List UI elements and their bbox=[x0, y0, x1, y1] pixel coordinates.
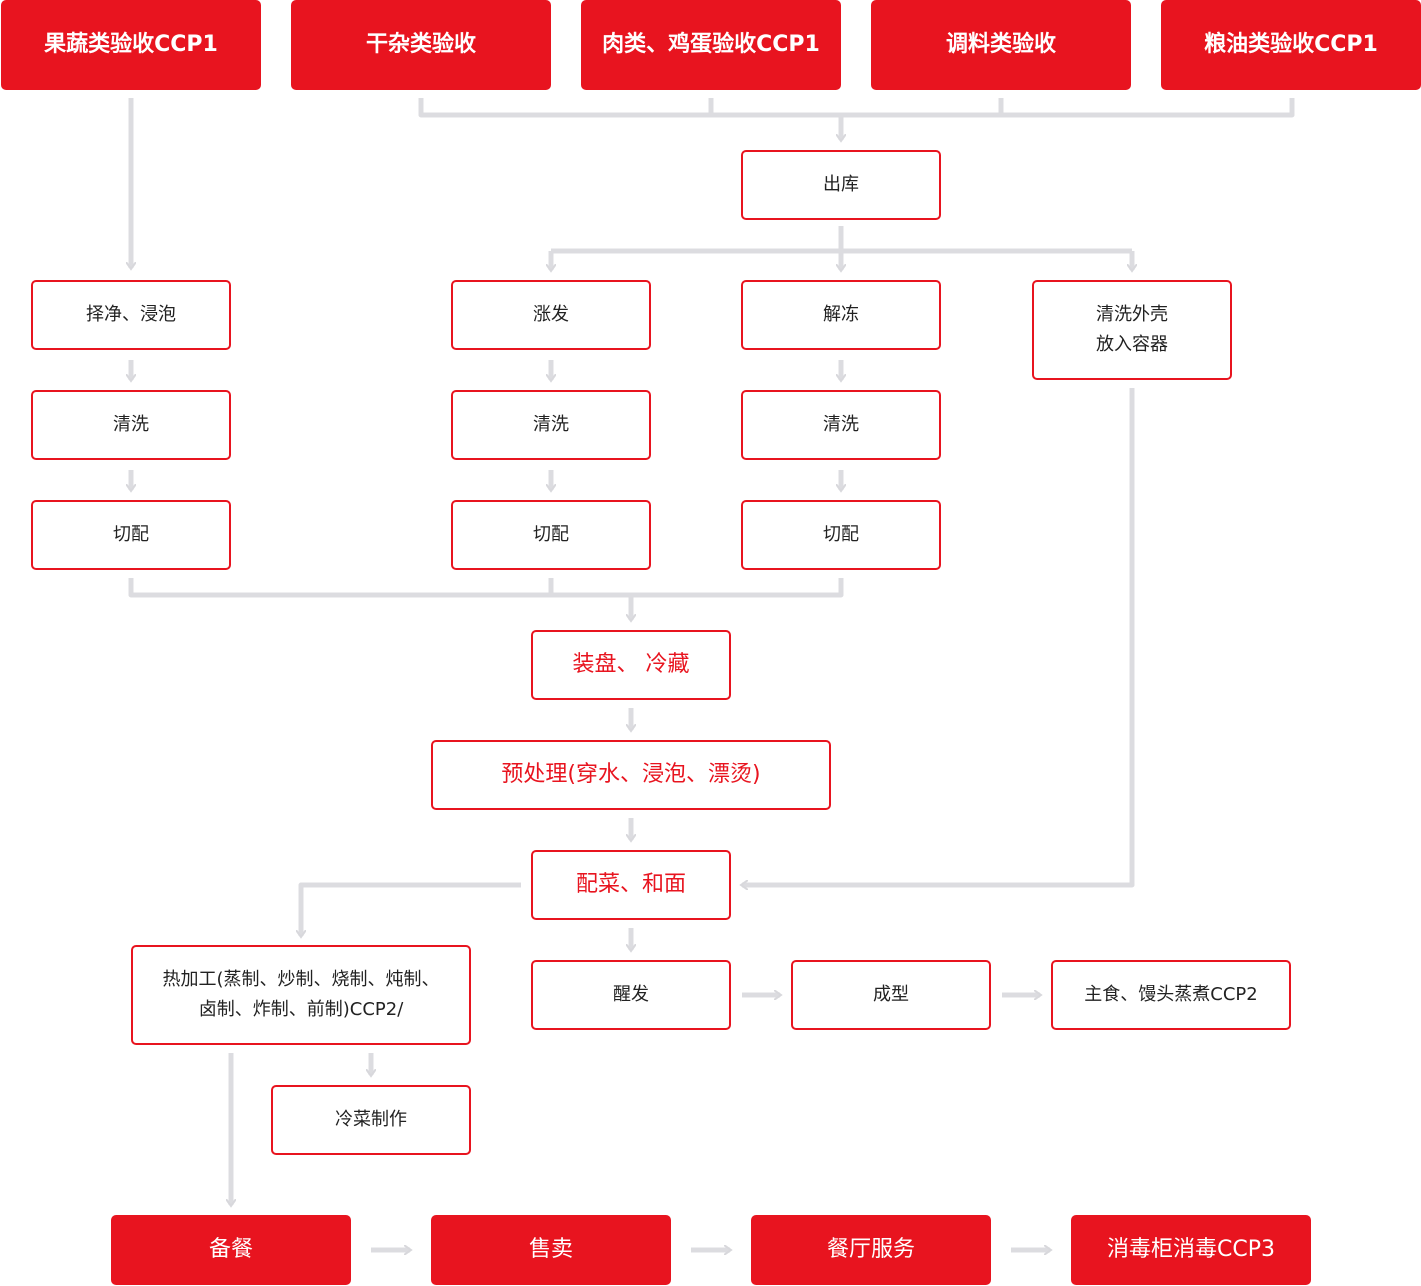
egg-step-line-2: 放入容器 bbox=[1096, 334, 1168, 355]
connector-inputs-merge bbox=[418, 98, 1295, 118]
hot-processing-line-2: 卤制、炸制、前制)CCP2/ bbox=[198, 999, 404, 1020]
connector-warehouse-split bbox=[551, 226, 1132, 254]
hot-processing-step: 热加工(蒸制、炒制、烧制、炖制、 卤制、炸制、前制)CCP2/ bbox=[131, 945, 471, 1045]
egg-step: 清洗外壳 放入容器 bbox=[1032, 280, 1232, 380]
output-restaurant-service: 餐厅服务 bbox=[751, 1215, 991, 1285]
connector-prep-to-hot bbox=[301, 882, 521, 936]
input-dry-goods: 干杂类验收 bbox=[291, 0, 551, 90]
input-fruit-veg: 果蔬类验收CCP1 bbox=[1, 0, 261, 90]
veg-step-3: 切配 bbox=[31, 500, 231, 570]
input-seasoning: 调料类验收 bbox=[871, 0, 1131, 90]
meat-step-1: 解冻 bbox=[741, 280, 941, 350]
plate-chill-step: 装盘、 冷藏 bbox=[531, 630, 731, 700]
staple-steaming-step: 主食、馒头蒸煮CCP2 bbox=[1051, 960, 1291, 1030]
connector-egg-to-prep bbox=[742, 388, 1135, 885]
dry-step-1: 涨发 bbox=[451, 280, 651, 350]
meat-step-2: 清洗 bbox=[741, 390, 941, 460]
dry-step-3: 切配 bbox=[451, 500, 651, 570]
proofing-step: 醒发 bbox=[531, 960, 731, 1030]
output-meal-prep: 备餐 bbox=[111, 1215, 351, 1285]
input-meat-egg: 肉类、鸡蛋验收CCP1 bbox=[581, 0, 841, 90]
input-grain-oil: 粮油类验收CCP1 bbox=[1161, 0, 1421, 90]
veg-step-1: 择净、浸泡 bbox=[31, 280, 231, 350]
cold-dish-step: 冷菜制作 bbox=[271, 1085, 471, 1155]
prep-dough-step: 配菜、和面 bbox=[531, 850, 731, 920]
veg-step-2: 清洗 bbox=[31, 390, 231, 460]
dry-step-2: 清洗 bbox=[451, 390, 651, 460]
output-disinfection: 消毒柜消毒CCP3 bbox=[1071, 1215, 1311, 1285]
hot-processing-line-1: 热加工(蒸制、炒制、烧制、炖制、 bbox=[162, 969, 440, 990]
meat-step-3: 切配 bbox=[741, 500, 941, 570]
egg-step-line-1: 清洗外壳 bbox=[1096, 304, 1168, 325]
warehouse-out: 出库 bbox=[741, 150, 941, 220]
output-selling: 售卖 bbox=[431, 1215, 671, 1285]
pretreat-step: 预处理(穿水、浸泡、漂烫) bbox=[431, 740, 831, 810]
connector-prep-merge bbox=[128, 578, 844, 598]
shaping-step: 成型 bbox=[791, 960, 991, 1030]
